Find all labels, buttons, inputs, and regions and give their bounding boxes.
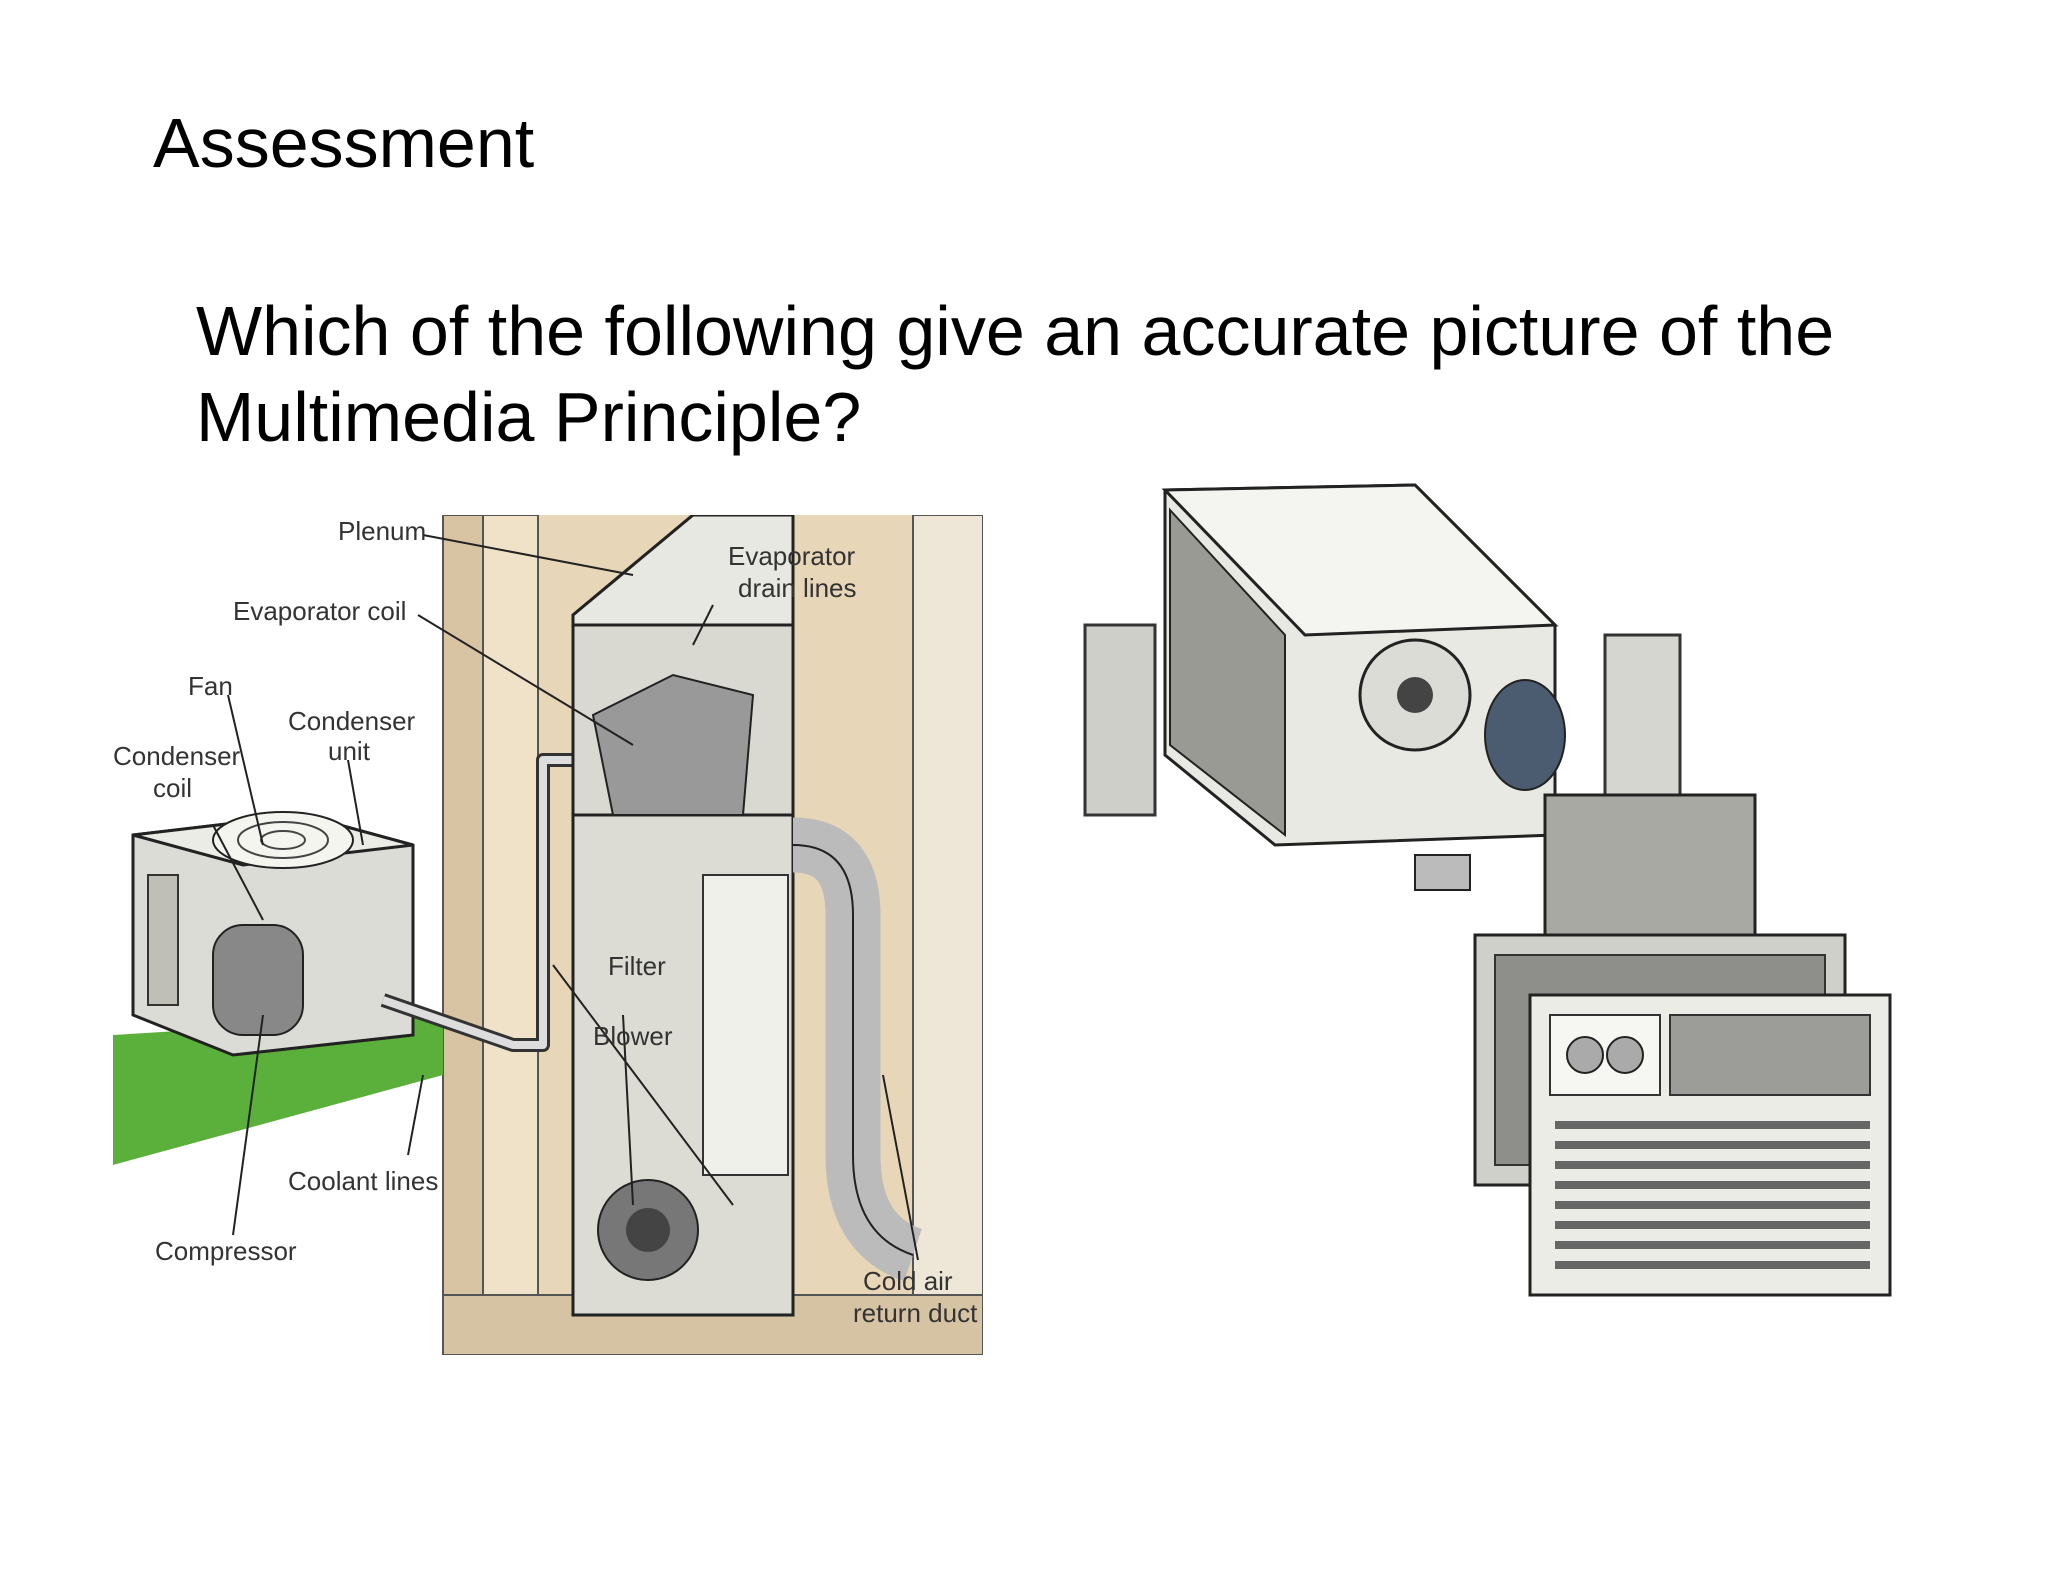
central-ac-illustration: Plenum Evaporator coil Fan Condenser uni… [113, 515, 983, 1355]
label-evaporator-drain-2: drain lines [738, 573, 857, 603]
window-ac-exploded-illustration [1083, 483, 1892, 1297]
right-side-panel [1603, 633, 1682, 797]
left-side-panel [1083, 623, 1157, 817]
grass [113, 1015, 443, 1165]
label-condenser-unit-2: unit [328, 736, 371, 766]
label-filter: Filter [608, 951, 666, 981]
front-panel [1528, 993, 1892, 1297]
filter-grille [702, 874, 789, 1176]
question-text: Which of the following give an accurate … [196, 292, 1835, 456]
label-blower: Blower [593, 1021, 673, 1051]
control-knob-1 [1566, 1036, 1604, 1074]
label-plenum: Plenum [338, 516, 426, 546]
furnace-unit [571, 515, 795, 1317]
ac-cabinet [1161, 483, 1566, 847]
evaporator-coil-panel [1543, 793, 1757, 937]
label-fan: Fan [188, 671, 233, 701]
slide-title: Assessment [153, 104, 535, 182]
control-knob-2 [1606, 1036, 1644, 1074]
label-condenser-unit-1: Condenser [288, 706, 416, 736]
compressor-shape [212, 924, 304, 1036]
label-compressor: Compressor [155, 1236, 297, 1266]
label-condenser-coil-2: coil [153, 773, 192, 803]
blower-wheel [1484, 679, 1566, 791]
label-condenser-coil-1: Condenser [113, 741, 241, 771]
label-evaporator-coil: Evaporator coil [233, 596, 406, 626]
label-cold-air-2: return duct [853, 1298, 978, 1328]
label-evaporator-drain-1: Evaporator [728, 541, 856, 571]
evaporator-coil-shape [591, 673, 755, 816]
condenser-unit [131, 811, 415, 1057]
label-coolant-lines: Coolant lines [288, 1166, 438, 1196]
label-cold-air-1: Cold air [863, 1266, 953, 1296]
